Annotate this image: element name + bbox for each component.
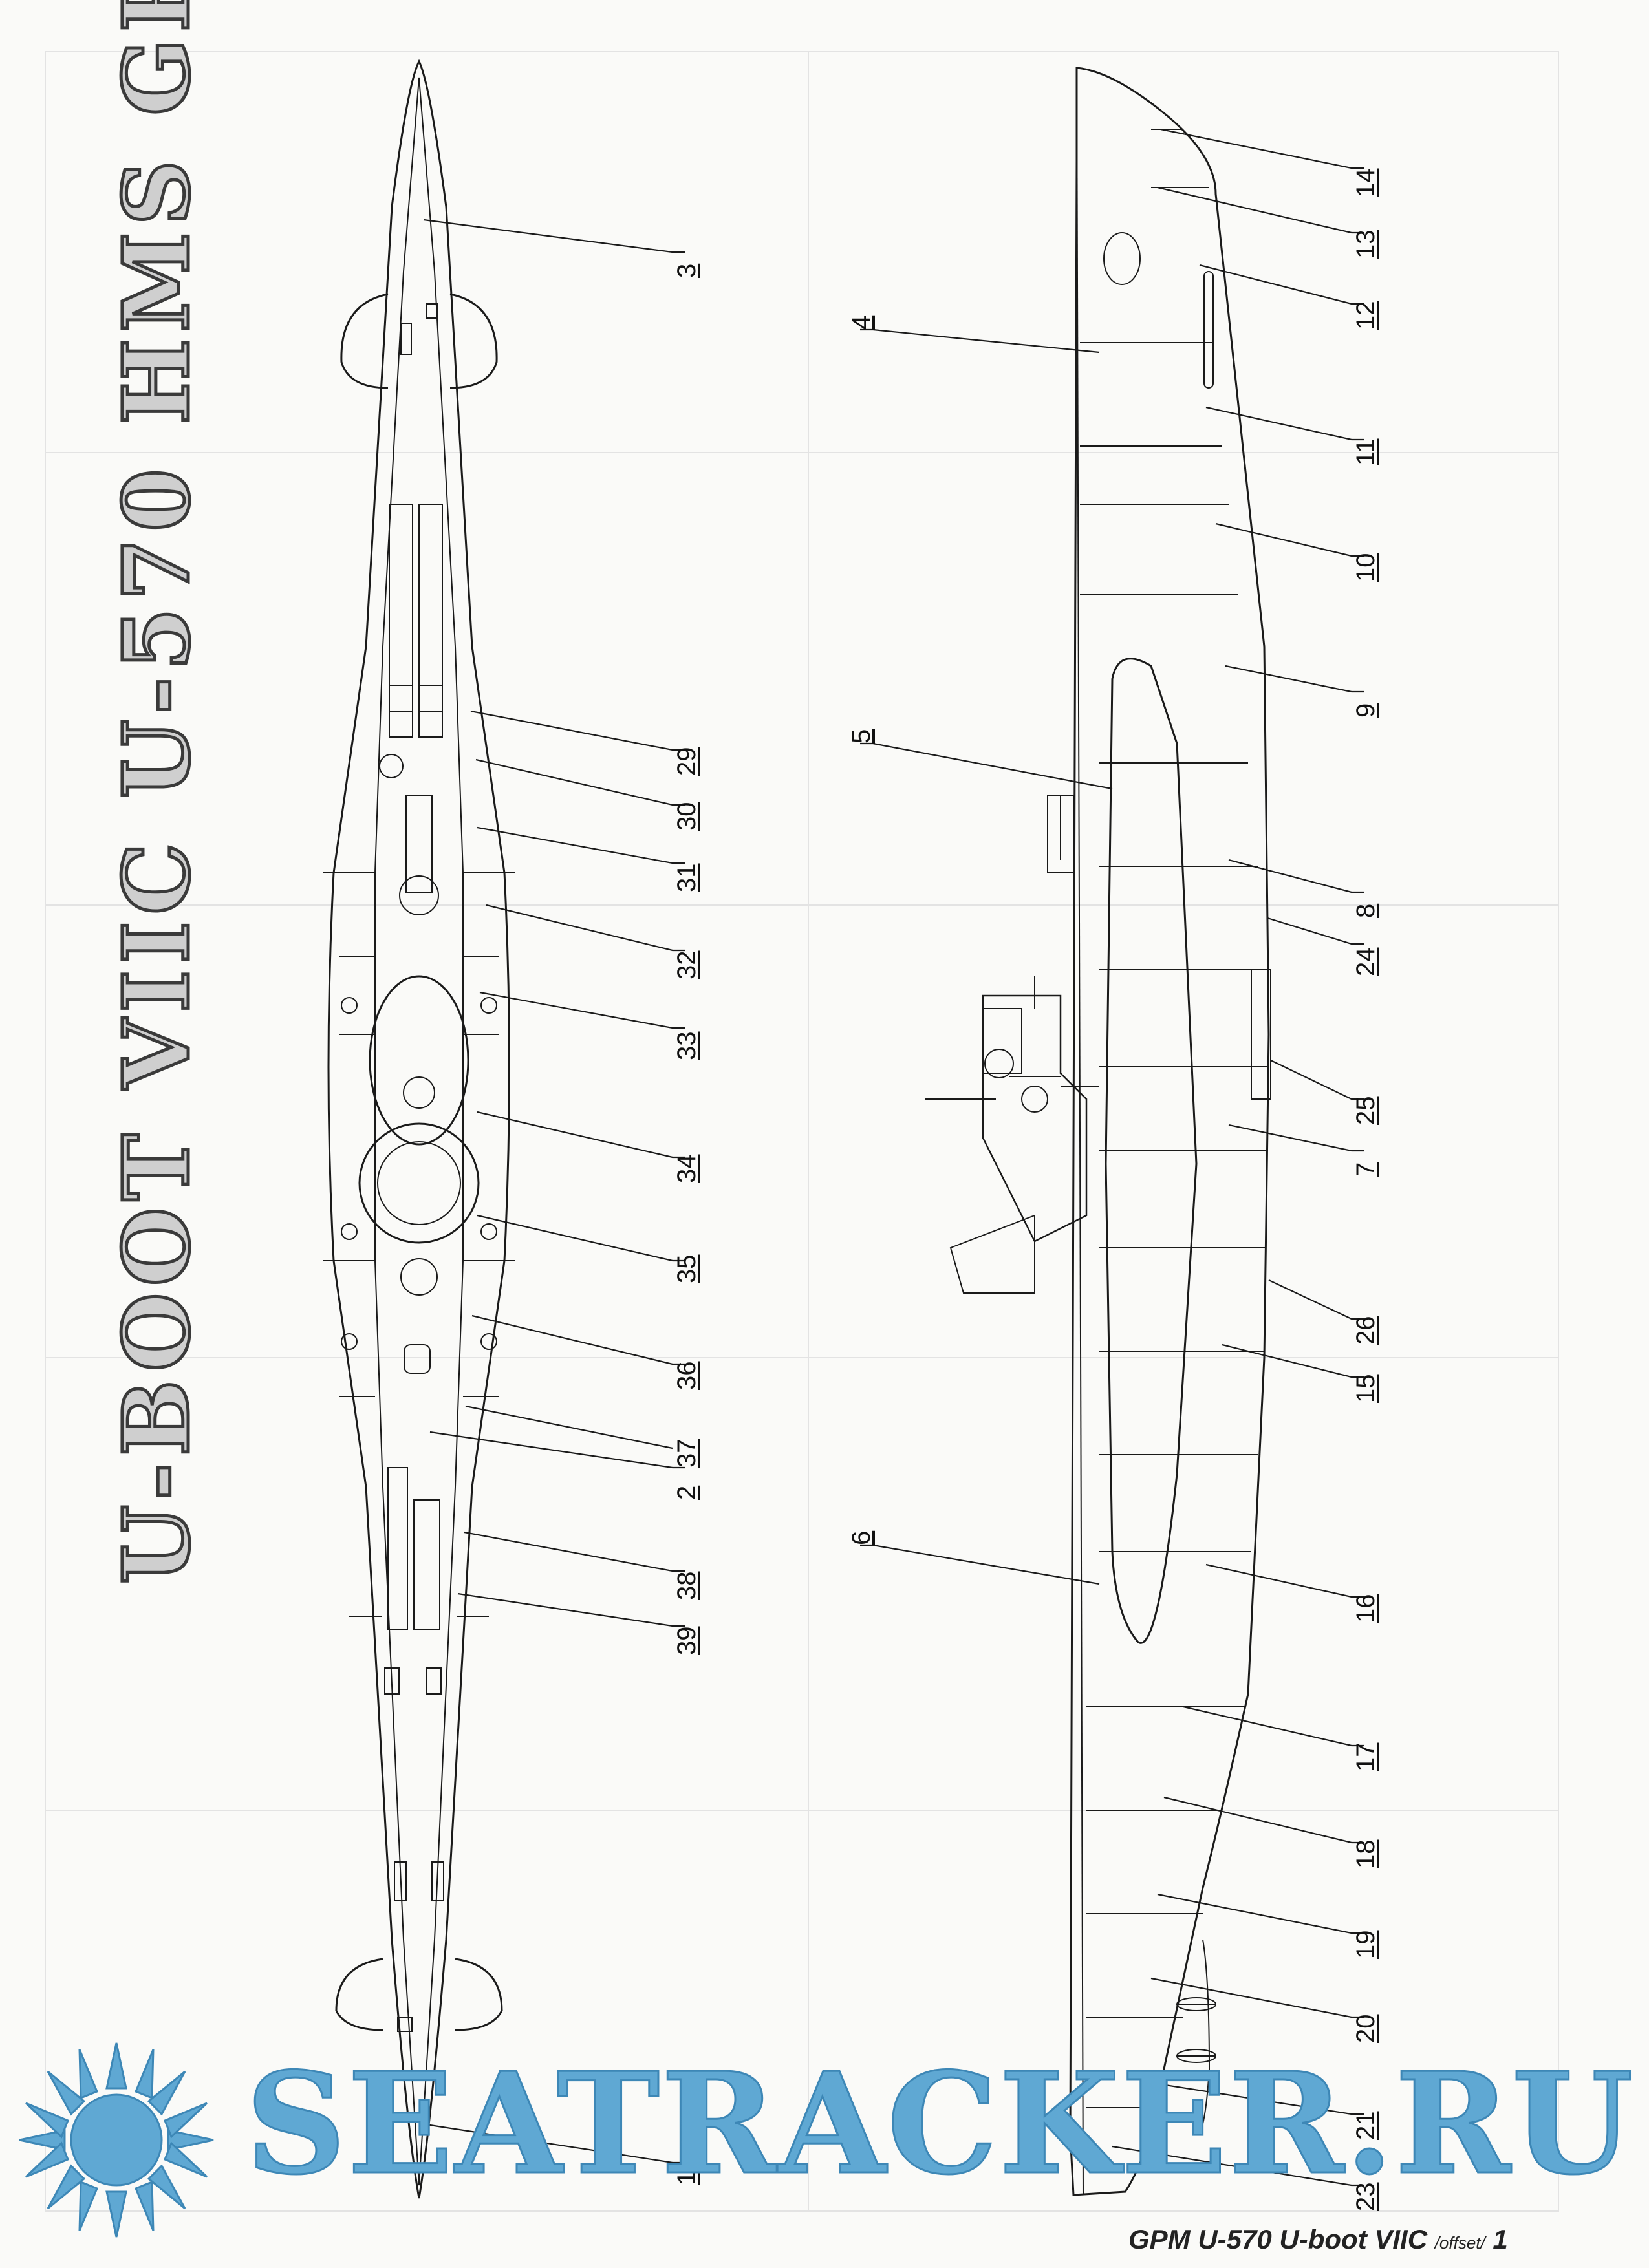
part-label: 7: [1352, 1162, 1380, 1177]
part-label: 39: [673, 1626, 701, 1656]
part-label: 37: [673, 1439, 701, 1468]
part-label: 10: [1352, 553, 1380, 583]
part-label: 33: [673, 1031, 701, 1061]
part-label: 19: [1352, 1930, 1380, 1960]
part-label: 35: [673, 1254, 701, 1284]
footer-suffix: /offset/: [1434, 2233, 1485, 2252]
part-label: 11: [1352, 438, 1380, 465]
footer-page-number: 1: [1493, 2224, 1508, 2254]
part-label: 24: [1352, 947, 1380, 977]
part-label: 3: [673, 263, 701, 278]
part-label: 9: [1352, 703, 1380, 718]
part-label: 17: [1352, 1742, 1380, 1772]
part-label: 36: [673, 1361, 701, 1391]
drawing-title: U-BOOT VIIC U-570 HMS GRAPH: [103, 0, 212, 1586]
part-label: 13: [1352, 230, 1380, 259]
part-label: 6: [847, 1530, 876, 1545]
part-label: 16: [1352, 1594, 1380, 1623]
part-label: 34: [673, 1154, 701, 1184]
part-label: 15: [1352, 1374, 1380, 1404]
side-view-leaders: [860, 128, 1364, 2187]
part-label: 12: [1352, 301, 1380, 330]
part-label: 32: [673, 950, 701, 980]
footer-brand: GPM: [1128, 2224, 1191, 2254]
watermark-sun-icon: [19, 2042, 214, 2238]
part-label: 18: [1352, 1839, 1380, 1869]
footer-model: U-570 U-boot VIIC: [1198, 2224, 1428, 2254]
watermark-text: SEATRACKER.RU: [245, 2042, 1635, 2205]
page-footer: GPM U-570 U-boot VIIC /offset/ 1: [1128, 2224, 1594, 2256]
part-label: 20: [1352, 2014, 1380, 2044]
top-view-deck-panels: [323, 303, 515, 2032]
top-view-leaders: [421, 219, 685, 2164]
part-label: 4: [847, 315, 876, 330]
part-label: 31: [673, 863, 701, 893]
top-view-hull: [327, 59, 510, 2199]
part-label: 5: [847, 729, 876, 744]
side-view-hull: [925, 67, 1271, 2196]
background-grid: [45, 51, 1559, 2212]
